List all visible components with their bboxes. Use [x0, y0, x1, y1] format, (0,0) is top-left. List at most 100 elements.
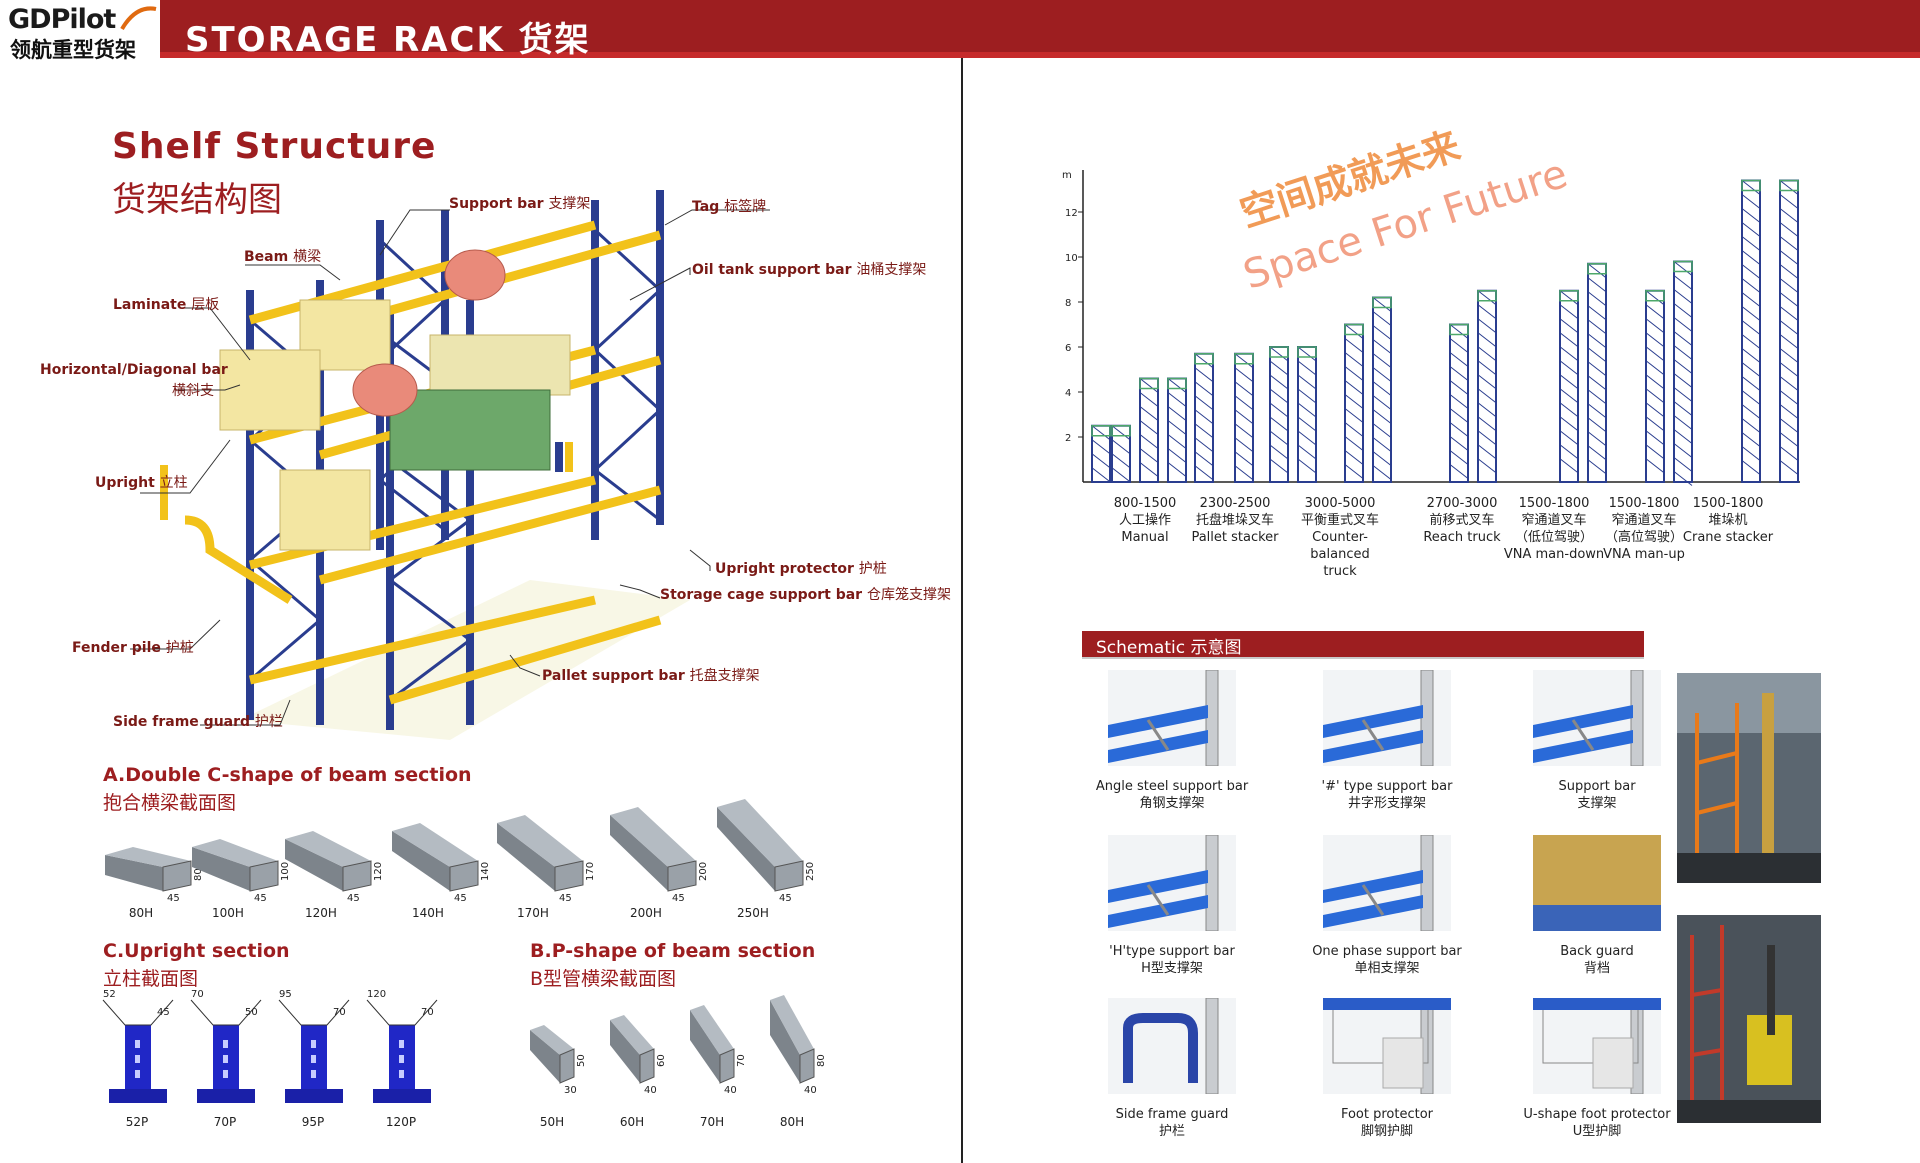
rack-tower [1344, 323, 1364, 483]
rack-tower [1269, 346, 1289, 483]
beam-width-label: 45 [779, 893, 792, 904]
label-laminate: Laminate 层板 [113, 297, 220, 313]
schematic-caption-cn: 井字形支撑架 [1347, 796, 1426, 811]
upright-dim-label: 70 [333, 1007, 346, 1018]
beam-caption: 170H [517, 906, 549, 920]
schematic-caption-en: Support bar [1558, 779, 1636, 794]
p-beam-width-label: 40 [804, 1085, 817, 1096]
page-title: STORAGE RACK 货架 [185, 20, 591, 60]
page-divider [961, 58, 963, 1163]
schematic-caption-en: One phase support bar [1312, 944, 1462, 959]
shelf-structure-title: Shelf Structure [112, 126, 437, 167]
beam-dim-label: 120 [373, 862, 384, 881]
warehouse-photo-1 [1677, 673, 1821, 883]
label-oil-tank-support-bar: Oil tank support bar 油桶支撑架 [692, 262, 927, 278]
label-support-bar: Support bar 支撑架 [449, 196, 591, 212]
rack-tower [1194, 352, 1214, 483]
section-a-title: A.Double C-shape of beam section [103, 764, 472, 786]
caption-line-range: 1500-1800 [1518, 496, 1590, 511]
caption-line-en: （低位驾驶） [1514, 530, 1593, 545]
beam-caption: 100H [212, 906, 244, 920]
rack-tower [1234, 352, 1254, 483]
rack-tower [1167, 377, 1187, 483]
schematic-header [1082, 631, 1644, 659]
caption-line-range: 2300-2500 [1199, 496, 1271, 511]
caption-line-cn: 托盘堆垛叉车 [1195, 513, 1274, 528]
rack-illustration [160, 190, 690, 740]
upright-dim-label: 45 [157, 1007, 170, 1018]
upright-dim-label: 95 [279, 989, 292, 1000]
label-pallet-support-bar: Pallet support bar 托盘支撑架 [542, 668, 760, 684]
rack-tower [1645, 289, 1665, 483]
caption-line-en2: truck [1323, 564, 1357, 579]
upright-caption: 95P [301, 1115, 325, 1129]
label-tag: Tag 标签牌 [692, 199, 767, 215]
upright-caption: 70P [213, 1115, 237, 1129]
schematic-image [1108, 670, 1236, 766]
header-stripe [0, 52, 1920, 58]
label-upright: Upright 立柱 [95, 475, 188, 491]
upright-caption: 120P [385, 1115, 417, 1129]
caption-line-en: Crane stacker [1682, 530, 1774, 545]
schematic-caption-en: Side frame guard [1115, 1107, 1229, 1122]
p-beam-width-label: 40 [644, 1085, 657, 1096]
label-horizontal-diagonal-bar-cn: 横斜支 [172, 383, 214, 399]
schematic-image [1533, 998, 1661, 1094]
upright-dim-label: 50 [245, 1007, 258, 1018]
logo [0, 0, 160, 62]
p-beam-dim-label: 80 [816, 1054, 827, 1067]
schematic-image [1323, 998, 1451, 1094]
y-tick-label: 4 [1065, 388, 1071, 399]
caption-line-cn: 平衡重式叉车 [1300, 513, 1379, 528]
leader-lines [130, 209, 770, 726]
rack-tower [1091, 424, 1111, 483]
upright-dim-label: 120 [367, 989, 386, 1000]
label-horizontal-diagonal-bar: Horizontal/Diagonal bar [40, 362, 228, 378]
section-c-title: C.Upright section [103, 940, 290, 962]
upright-profile-95P: 95 70 [278, 989, 350, 1103]
schematic-image [1533, 835, 1661, 931]
p-beam-caption: 60H [619, 1115, 645, 1129]
schematic-caption-en: Angle steel support bar [1095, 779, 1249, 794]
caption-line-en: Counter-balanced [1310, 530, 1370, 562]
beam-caption: 200H [630, 906, 662, 920]
schematic-title: Schematic 示意图 [1096, 638, 1242, 658]
schematic-caption-cn: 单相支撑架 [1354, 961, 1420, 976]
rack-tower [1372, 296, 1392, 483]
warehouse-photo-2 [1677, 915, 1821, 1123]
caption-line-range: 2700-3000 [1426, 496, 1498, 511]
caption-line-cn: 堆垛机 [1708, 513, 1748, 528]
schematic-image [1323, 835, 1451, 931]
caption-line-en2: VNA man-up [1603, 547, 1685, 562]
schematic-caption-cn: H型支撑架 [1141, 961, 1203, 976]
caption-line-cn: 窄通道叉车 [1611, 513, 1677, 528]
upright-dim-label: 70 [421, 1007, 434, 1018]
label-side-frame-guard: Side frame guard 护栏 [113, 714, 283, 730]
caption-line-cn: 前移式叉车 [1429, 513, 1495, 528]
logo-swoosh-icon [120, 6, 157, 31]
p-beam-caption: 70H [699, 1115, 725, 1129]
beam-caption: 80H [128, 906, 154, 920]
logo-text: GDPilot [8, 4, 116, 35]
schematic-image [1323, 670, 1451, 766]
beam-dim-label: 250 [805, 862, 816, 881]
schematic-caption-cn: 支撑架 [1577, 796, 1617, 811]
schematic-caption-en: Foot protector [1340, 1107, 1434, 1122]
beam-width-label: 45 [254, 893, 267, 904]
schematic-caption: Support bar 支撑架 [1512, 778, 1682, 812]
section-b-title: B.P-shape of beam section [530, 940, 816, 962]
rack-tower [1297, 346, 1317, 483]
schematic-caption-en: 'H'type support bar [1109, 944, 1235, 959]
